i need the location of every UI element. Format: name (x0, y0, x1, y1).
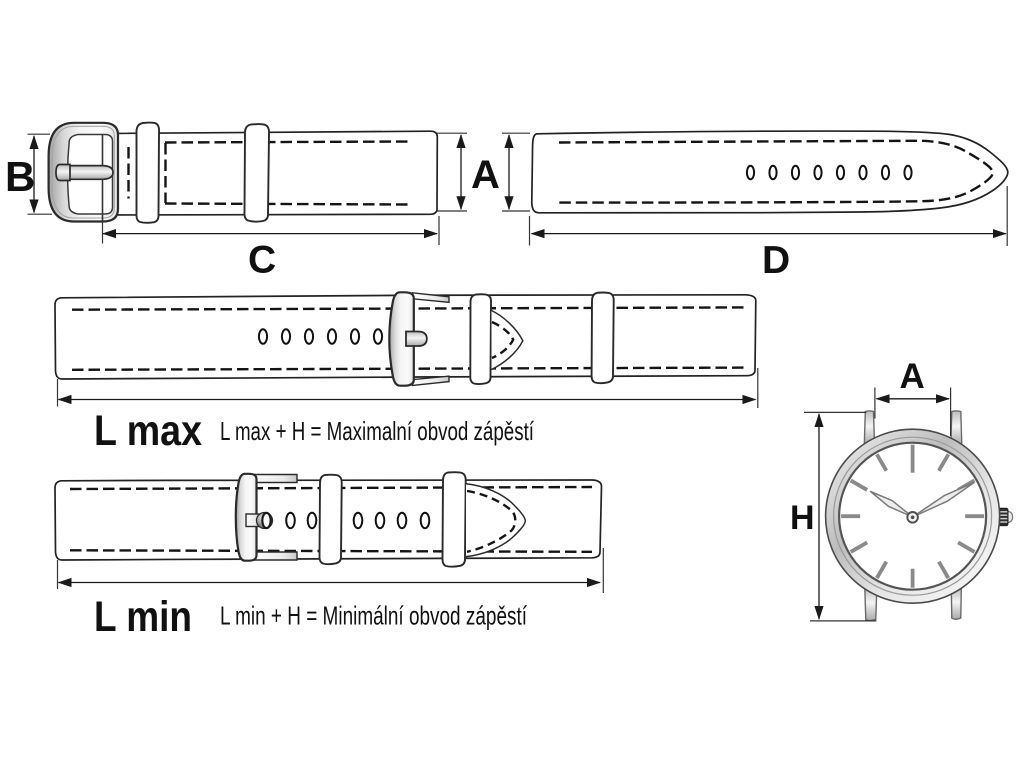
svg-text:A: A (900, 357, 925, 396)
svg-text:C: C (248, 239, 276, 282)
svg-text:L min + H = Minimální obvod: L min + H = Minimální obvod zápěstí (220, 601, 528, 631)
svg-text:D: D (762, 239, 790, 282)
svg-text:H: H (790, 499, 815, 537)
svg-text:L max: L max (94, 407, 202, 455)
svg-text:L max + H = Maximalní obvod z: L max + H = Maximalní obvod zápěstí (220, 416, 535, 446)
svg-text:B: B (5, 153, 35, 200)
svg-text:A: A (471, 153, 500, 197)
svg-text:L min: L min (94, 593, 192, 641)
